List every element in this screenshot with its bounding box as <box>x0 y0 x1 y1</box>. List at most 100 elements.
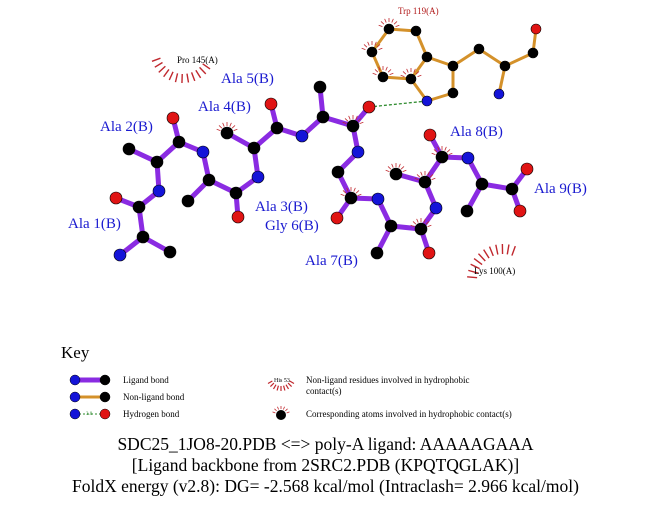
carbon-atom <box>136 230 150 244</box>
nitrogen-atom <box>429 201 443 215</box>
hydrophobic-contact-marker <box>431 146 453 155</box>
pro145-hydrophobic-arc <box>151 57 211 84</box>
carbon-atom <box>247 141 261 155</box>
label-lys100: Lys 100(A) <box>474 266 516 276</box>
nitrogen-atom <box>251 170 265 184</box>
carbon-atom <box>344 191 358 205</box>
carbon-atom <box>405 73 417 85</box>
hydrophobic-contact-marker <box>372 66 394 75</box>
hydrophobic-contact-marker <box>361 41 383 50</box>
oxygen-atom <box>530 23 542 35</box>
hydrophobic-contact-marker <box>216 122 238 131</box>
key-atom <box>99 408 111 420</box>
key-atom <box>69 408 81 420</box>
carbon-atom <box>172 135 186 149</box>
carbon-atom <box>220 126 234 140</box>
carbon-atom <box>505 182 519 196</box>
key-corresponding-atoms-text: Corresponding atoms involved in hydropho… <box>306 409 512 419</box>
carbon-atom <box>460 204 474 218</box>
oxygen-atom <box>264 97 278 111</box>
hydrophobic-contact-marker <box>400 68 422 77</box>
carbon-atom <box>435 150 449 164</box>
key-atom <box>99 391 111 403</box>
carbon-atom <box>313 80 327 94</box>
hydrophobic-contact-marker <box>410 218 432 227</box>
label-trp119: Trp 119(A) <box>398 6 439 16</box>
key-example-residue: His 53 <box>274 378 290 384</box>
oxygen-atom <box>231 210 245 224</box>
key-non-ligand-residues-text: Non-ligand residues involved in hydropho… <box>306 375 470 396</box>
hydrophobic-contact-marker <box>378 18 400 27</box>
caption-line-3: FoldX energy (v2.8): DG= -2.568 kcal/mol… <box>72 476 579 496</box>
carbon-atom <box>414 222 428 236</box>
carbon-atom <box>383 23 395 35</box>
nitrogen-atom <box>295 129 309 143</box>
oxygen-atom <box>513 204 527 218</box>
key-atom <box>69 374 81 386</box>
label-ala5: Ala 5(B) <box>221 71 274 87</box>
carbon-atom <box>384 219 398 233</box>
carbon-atom <box>270 121 284 135</box>
key-hbond-distance: 3.0 <box>86 412 93 417</box>
carbon-atom <box>475 177 489 191</box>
carbon-atom <box>150 155 164 169</box>
carbon-atom <box>132 200 146 214</box>
label-ala9: Ala 9(B) <box>534 181 587 197</box>
carbon-atom <box>418 175 432 189</box>
carbon-atom <box>202 173 216 187</box>
caption-line-2: [Ligand backbone from 2SRC2.PDB (KPQTQGL… <box>131 455 520 475</box>
carbon-atom <box>122 142 136 156</box>
oxygen-atom <box>330 211 344 225</box>
label-ala3: Ala 3(B) <box>255 199 308 215</box>
carbon-atom <box>447 60 459 72</box>
nitrogen-atom <box>196 145 210 159</box>
carbon-atom <box>447 87 459 99</box>
key-hydrophobic-atom-icon <box>276 410 286 420</box>
carbon-atom <box>366 46 378 58</box>
carbon-atom <box>410 25 422 37</box>
carbon-atom <box>181 194 195 208</box>
caption-line-1: SDC25_1JO8-20.PDB <=> poly-A ligand: AAA… <box>117 434 534 454</box>
key-ligand-bond-text: Ligand bond <box>123 375 169 385</box>
key-hydrophobic-atom-spokes <box>272 406 290 414</box>
nitrogen-atom <box>152 184 166 198</box>
carbon-atom <box>389 167 403 181</box>
hydrophobic-contact-marker <box>414 171 436 180</box>
hydrophobic-contact-marker <box>385 163 407 172</box>
label-pro145: Pro 145(A) <box>177 55 218 65</box>
carbon-atom <box>229 186 243 200</box>
carbon-atom <box>370 246 384 260</box>
label-gly6: Gly 6(B) <box>265 218 319 234</box>
oxygen-atom <box>362 100 376 114</box>
key-atom <box>69 391 81 403</box>
oxygen-atom <box>166 111 180 125</box>
key-title: Key <box>61 343 90 362</box>
oxygen-atom <box>520 162 534 176</box>
nitrogen-atom <box>461 151 475 165</box>
nitrogen-atom <box>371 192 385 206</box>
nitrogen-atom <box>351 145 365 159</box>
carbon-atom <box>346 119 360 133</box>
hydrogen-bond <box>368 100 428 108</box>
label-ala8: Ala 8(B) <box>450 124 503 140</box>
label-ala7: Ala 7(B) <box>305 253 358 269</box>
carbon-atom <box>331 165 345 179</box>
oxygen-atom <box>422 246 436 260</box>
hydrophobic-contact-marker <box>340 187 362 196</box>
carbon-atom <box>316 110 330 124</box>
key-hydrophobic-arc-icon <box>267 380 295 391</box>
carbon-atom <box>421 51 433 63</box>
carbon-atom <box>499 60 511 72</box>
carbon-atom <box>377 71 389 83</box>
label-ala2: Ala 2(B) <box>100 119 153 135</box>
carbon-atom <box>527 47 539 59</box>
oxygen-atom <box>423 128 437 142</box>
key-hydrogen-bond-text: Hydrogen bond <box>123 409 180 419</box>
lys100-hydrophobic-arc <box>467 243 516 279</box>
nitrogen-atom <box>493 88 505 100</box>
nitrogen-atom <box>113 248 127 262</box>
key-atom <box>99 374 111 386</box>
carbon-atom <box>473 43 485 55</box>
carbon-atom <box>163 245 177 259</box>
